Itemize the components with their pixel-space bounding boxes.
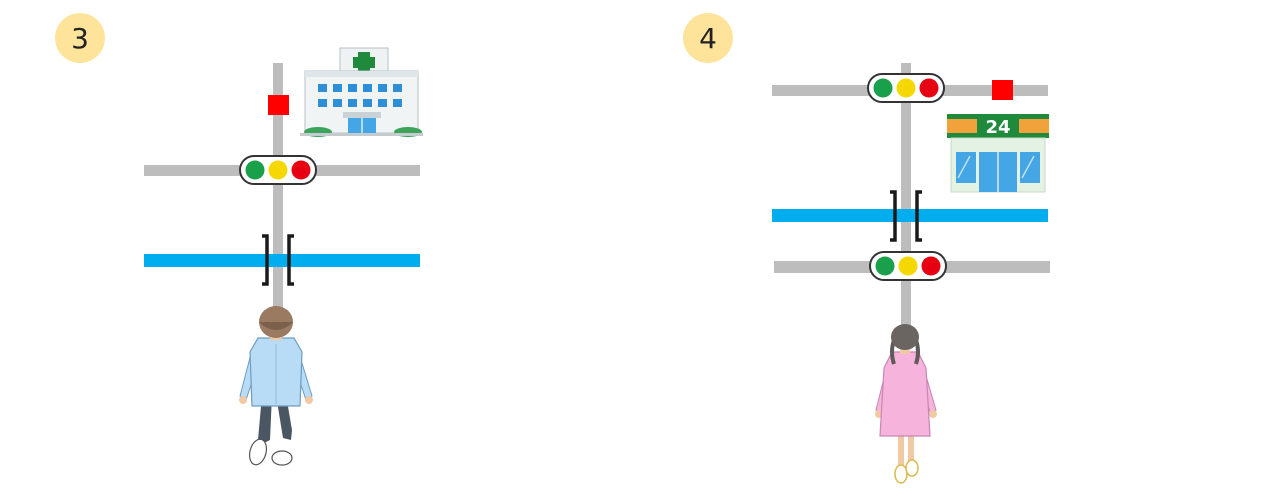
panel-4-vertical-road xyxy=(901,63,911,333)
convenience-store-icon: 24 xyxy=(947,114,1049,193)
store-sign-24: 24 xyxy=(985,117,1010,138)
panel-3-traffic-light xyxy=(239,155,317,185)
panel-4-bridge-right-rail xyxy=(915,190,922,242)
panel-4-badge: 4 xyxy=(683,13,733,63)
panel-4: 4 xyxy=(683,13,1050,484)
panel-3-green-light xyxy=(245,160,265,180)
boy-walking-icon xyxy=(239,306,313,466)
panel-3-number: 3 xyxy=(71,22,89,55)
panel-4-bottom-yellow-light xyxy=(898,256,918,276)
panel-4-bottom-green-light xyxy=(875,256,895,276)
panel-3-red-marker xyxy=(268,95,289,115)
panel-3-bridge xyxy=(262,234,294,286)
panel-4-bottom-traffic-light xyxy=(869,251,947,281)
panel-4-red-marker xyxy=(992,80,1013,100)
panel-3-badge-circle xyxy=(55,13,105,63)
panel-4-river xyxy=(772,209,1048,222)
panel-3-bridge-right-rail xyxy=(287,234,294,286)
panel-3-river xyxy=(144,254,420,267)
panel-4-top-traffic-light xyxy=(867,73,945,103)
panel-4-number: 4 xyxy=(699,22,717,55)
panel-4-bottom-red-light xyxy=(921,256,941,276)
panel-3-badge: 3 xyxy=(55,13,105,63)
panel-4-badge-circle xyxy=(683,13,733,63)
panel-4-top-red-light xyxy=(919,78,939,98)
girl-walking-icon xyxy=(875,324,937,484)
panel-3-red-light xyxy=(291,160,311,180)
panel-3-bridge-left-rail xyxy=(262,234,269,286)
panel-4-top-yellow-light xyxy=(896,78,916,98)
panel-3: 3 xyxy=(55,13,423,466)
panel-3-yellow-light xyxy=(268,160,288,180)
panel-3-vertical-road xyxy=(273,63,283,323)
hospital-icon xyxy=(300,47,423,137)
panel-4-bridge-left-rail xyxy=(890,190,897,242)
panel-4-bridge xyxy=(890,190,922,242)
panel-4-top-green-light xyxy=(873,78,893,98)
